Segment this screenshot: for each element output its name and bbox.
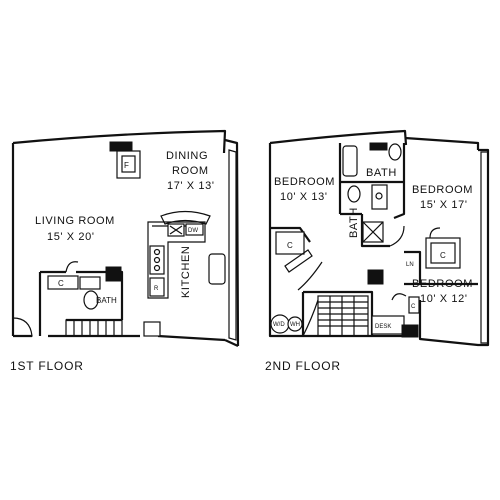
fireplace-label: F [124,161,129,170]
living-room-dimensions: 15' X 20' [47,231,95,243]
burner-3-icon [153,264,161,272]
linen-wall [404,250,422,286]
washer-dryer-label: W/D [273,322,285,328]
living-room-label: LIVING ROOM [35,215,115,227]
bedroom-b-door-swing [389,225,405,247]
toilet-side-bath-icon [347,185,361,203]
dishwasher-icon [185,223,204,236]
dining-room-dimensions: 17' X 13' [167,180,215,192]
top-bath-walls [338,143,406,220]
refrigerator-label: R [154,286,159,292]
kitchen-counter [147,221,206,299]
burner-1-icon [153,248,161,256]
water-heater-label: WH [290,322,300,328]
bedroom-c-door-arc [391,293,407,301]
kitchen-label: KITCHEN [180,246,192,298]
first-floor-caption: 1ST FLOOR [10,359,84,373]
fireplace-box [116,150,141,179]
tub-icon [342,145,358,177]
bedroom-a-door-swing [297,261,323,291]
first-floor-stairs [65,319,123,337]
bedroom-a-wall [270,226,311,243]
fireplace-inner [121,155,136,173]
bedroom-c-label: BEDROOM [412,278,473,290]
bedroom-a-label: BEDROOM [274,176,335,188]
closet-left-2nd [275,231,305,255]
bedroom-a-dimensions: 10' X 13' [280,191,328,203]
kitchen-side-counter [208,253,226,285]
sink-cross [169,225,183,235]
dining-room-label-line2: ROOM [172,165,209,177]
water-heater-icon [287,316,303,332]
vanity-basin-icon [375,192,383,200]
bedroom-b-dimensions: 15' X 17' [420,199,468,211]
bedroom-c-dimensions: 10' X 12' [420,293,468,305]
desk-label: DESK [375,324,391,330]
first-floor-column [143,321,161,337]
shower-cross [362,221,384,243]
second-floor-outer-wall [268,129,490,347]
bath-vanity-icon [79,276,101,290]
second-floor-plan: C C LN C W/D WH DES [268,129,490,347]
vanity-side-bath-icon [371,184,388,210]
second-floor-stairs [301,290,374,337]
first-floor-bay-window [228,149,237,341]
bath-chase-2nd [369,142,388,151]
closet-1st-floor-label: C [58,279,64,288]
dining-room-label-line1: DINING [166,150,208,162]
first-floor-bath-label: BATH [96,296,117,305]
toilet-1st-floor-icon [83,290,99,310]
closet-right-inner [430,242,456,264]
bedroom-c-door-swing [429,227,441,239]
bedroom-c-wall [418,282,478,336]
second-floor-bay-window [480,151,489,344]
linen-label: LN [406,262,414,268]
side-bath-label: BATH [348,207,360,238]
desk-chase [401,324,419,338]
closet-small-label: C [411,304,416,310]
shower-wall [360,214,390,248]
toilet-top-bath-icon [388,143,402,161]
first-floor-plan: F DW R C BATH [11,129,240,347]
fireplace-hearth-icon [109,141,133,152]
entry-door-swing [12,317,33,337]
second-floor-caption: 2ND FLOOR [265,359,341,373]
bedroom-b-label: BEDROOM [412,184,473,196]
refrigerator-icon [149,277,165,297]
bath-enclosure-wall [38,270,124,336]
mech-chase-2nd [367,269,384,285]
top-bath-label: BATH [366,167,397,179]
closet-right-label: C [440,251,446,260]
closet-left-door [284,249,313,273]
closet-small-2nd [408,296,420,314]
closet-1st-floor [47,275,79,290]
closet-left-label: C [287,241,293,250]
burner-2-icon [153,256,161,264]
bath-mech-chase [105,266,122,282]
stove-icon [149,245,165,275]
dishwasher-label: DW [188,228,198,234]
bath-door-swing [65,261,79,273]
